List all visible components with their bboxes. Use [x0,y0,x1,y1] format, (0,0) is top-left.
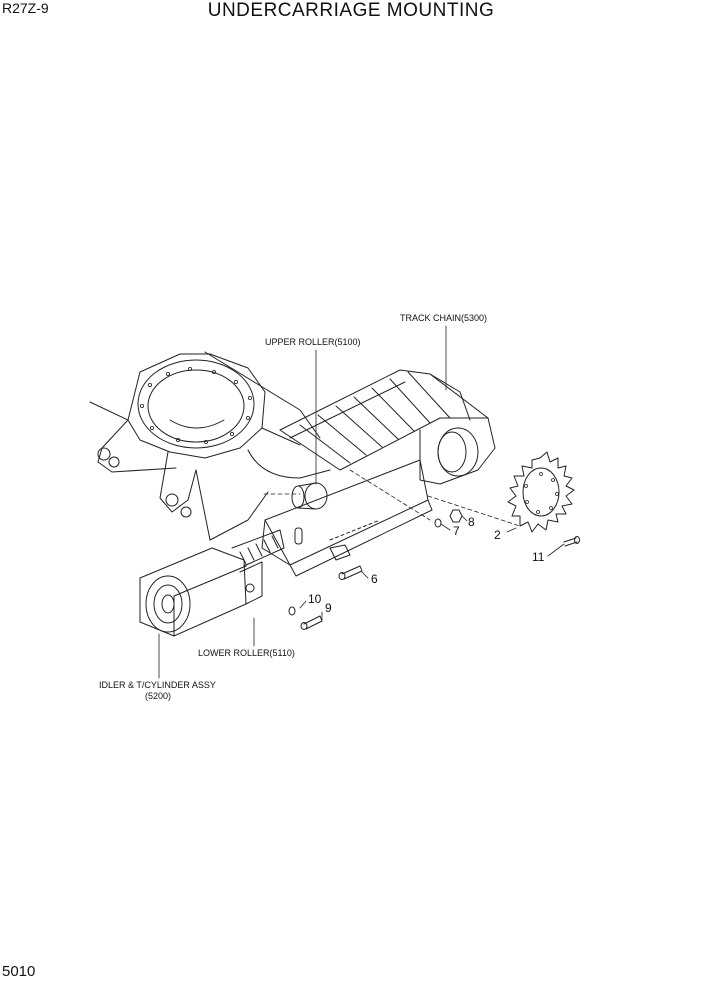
idler-assy-label: IDLER & T/CYLINDER ASSY [99,680,216,690]
track-chain [279,369,496,485]
swing-frame [89,351,331,541]
hardware [288,509,580,630]
part-number-9: 9 [325,601,332,615]
part-number-6: 6 [371,572,378,586]
part-number-11: 11 [532,550,545,564]
model-code: R27Z-9 [2,0,49,16]
sprocket [507,451,575,533]
part-number-8: 8 [468,515,475,529]
idler-assy [139,529,285,637]
part-number-10: 10 [308,592,322,606]
part-number-7: 7 [453,524,460,538]
page-title: UNDERCARRIAGE MOUNTING [207,0,495,21]
track-chain-label: TRACK CHAIN(5300) [400,313,487,323]
page-number: 5010 [2,963,36,980]
upper-roller [291,482,328,510]
lower-roller-label: LOWER ROLLER(5110) [198,648,295,658]
track-frame [261,459,433,577]
leader-lines [158,325,565,679]
upper-roller-label: UPPER ROLLER(5100) [265,337,361,347]
part-number-2: 2 [494,528,501,542]
idler-assy-code: (5200) [145,691,171,701]
